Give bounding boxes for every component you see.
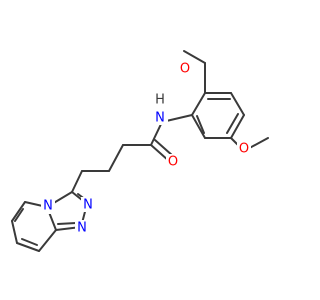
bond	[191, 114, 206, 139]
bond	[21, 238, 38, 246]
bond	[71, 170, 83, 193]
bond	[38, 229, 57, 252]
bond	[11, 201, 26, 222]
atom-label-oxygen: O	[168, 155, 178, 170]
atom-label-oxygen: O	[239, 142, 249, 157]
bond	[11, 220, 18, 244]
atom-label-hydrogen: H	[155, 93, 165, 108]
bond	[196, 115, 205, 134]
bond	[226, 113, 239, 134]
bond	[183, 50, 206, 64]
atom-label-nitrogen: N	[43, 199, 53, 214]
bond	[57, 222, 77, 225]
bond-group	[11, 50, 269, 252]
structure-drawing: O O N H O N N N	[11, 50, 269, 252]
atom-label-group: O O N H O N N N	[41, 61, 251, 236]
atom-label-nitrogen: N	[77, 221, 87, 236]
atom-label-nitrogen: N	[155, 111, 165, 126]
atom-label-nitrogen: N	[83, 198, 93, 213]
bond	[108, 144, 124, 172]
bond	[154, 139, 174, 157]
bond	[230, 114, 245, 139]
molecule-canvas: O O N H O N N N	[11, 50, 269, 252]
bond	[191, 92, 206, 116]
bond	[14, 208, 24, 222]
bond	[16, 242, 40, 252]
bond	[150, 121, 163, 146]
atom-label-oxygen: O	[180, 62, 190, 77]
bond	[230, 92, 245, 116]
